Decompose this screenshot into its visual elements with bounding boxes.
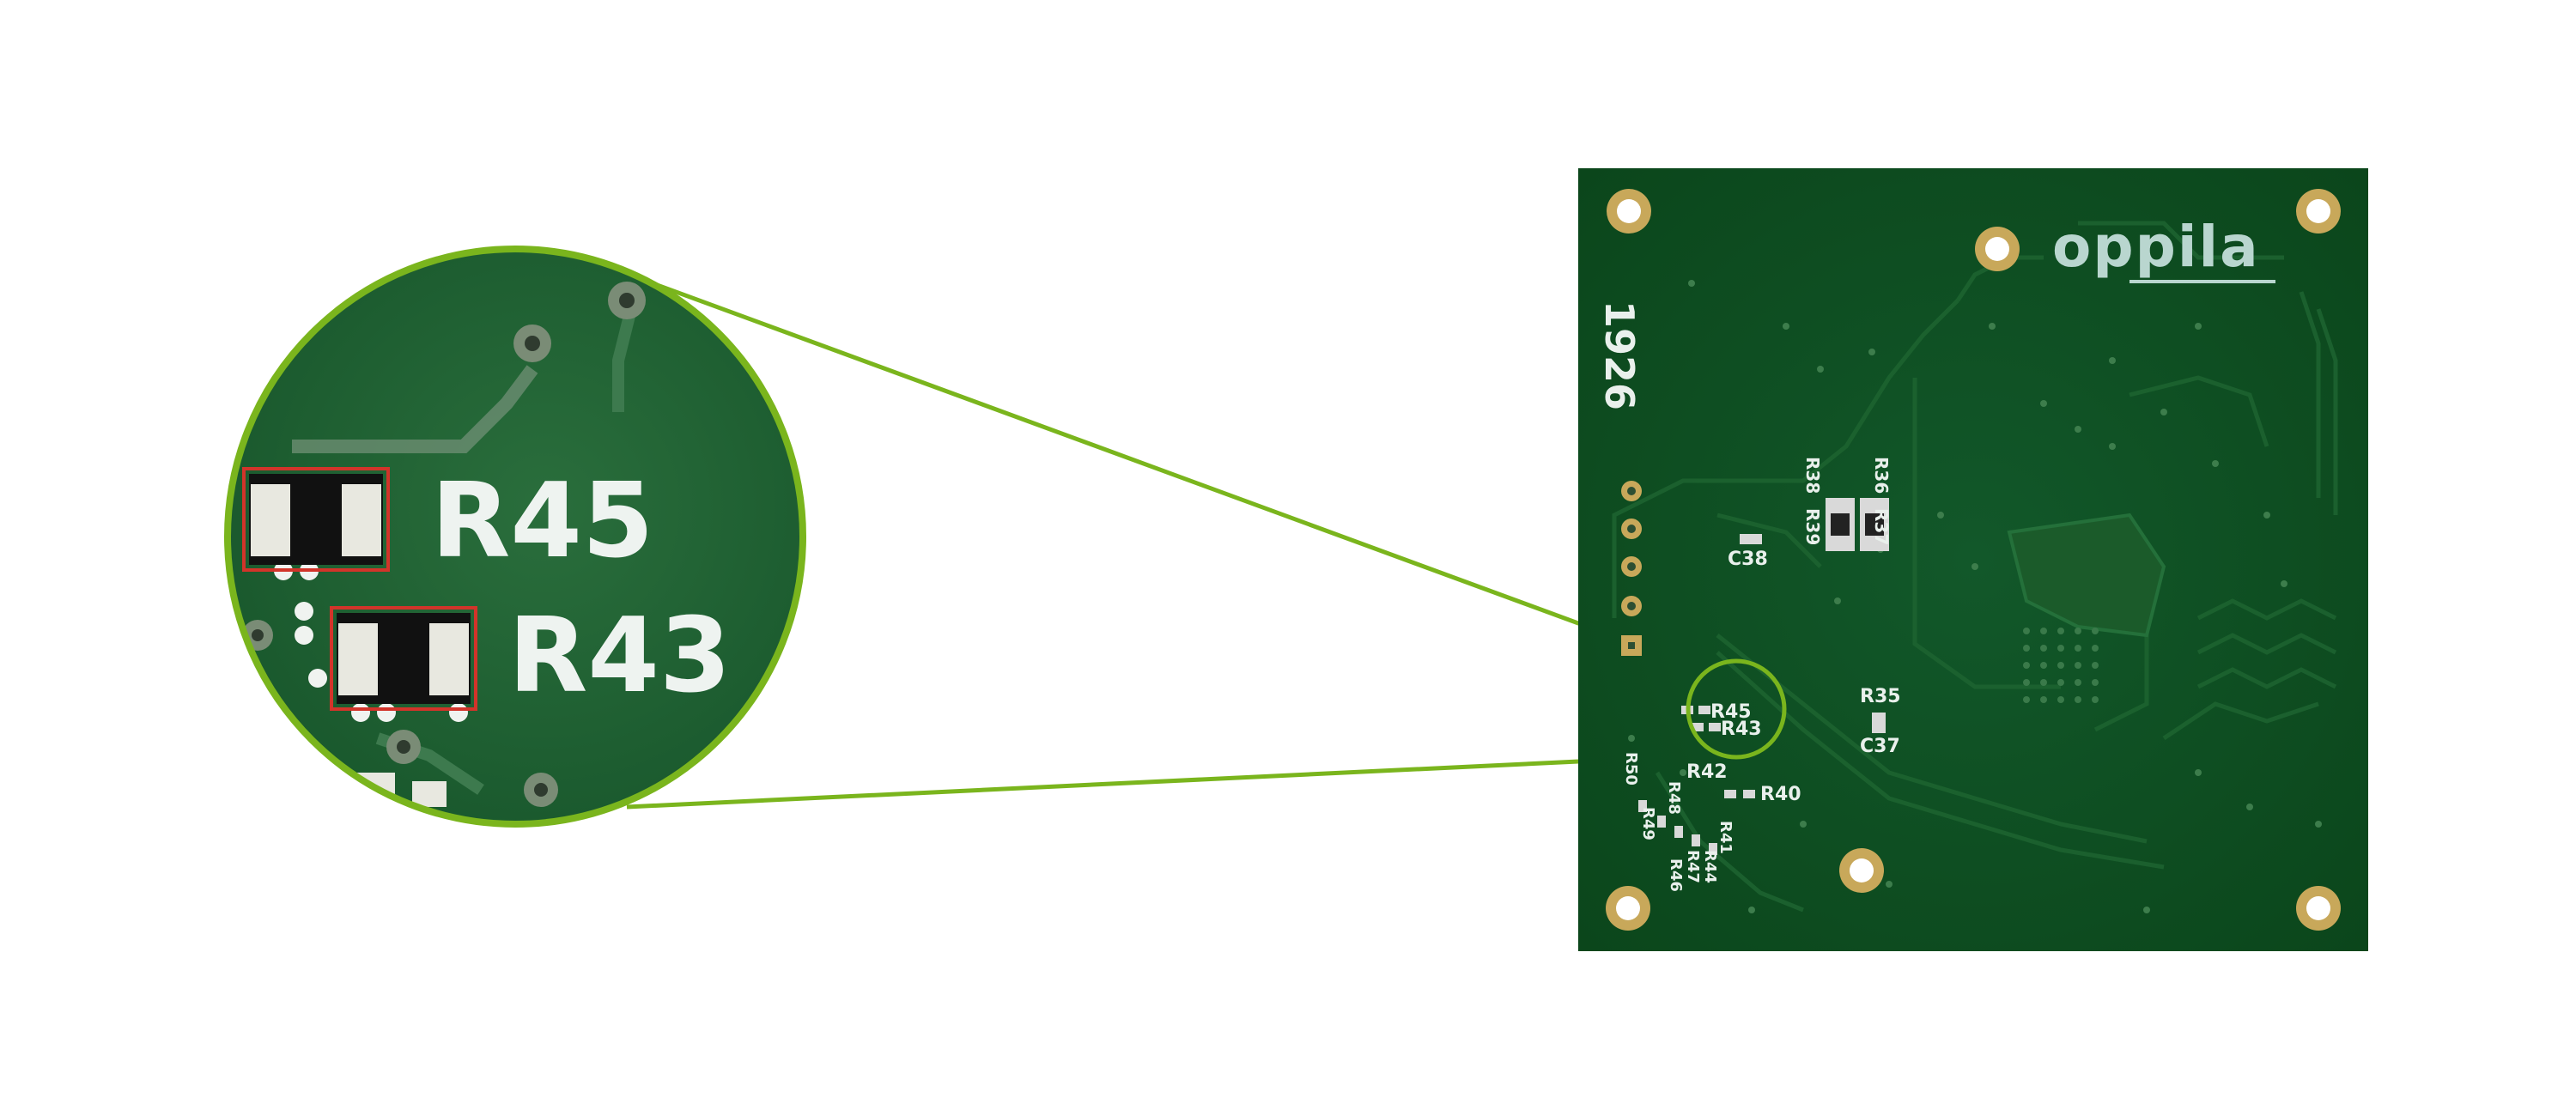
via-grid — [2023, 628, 2099, 703]
zoom-label-r43: R43 — [508, 597, 731, 716]
zoom-circle-border — [224, 246, 806, 828]
board-callout-circle — [1686, 658, 1787, 760]
scattered-vias — [1628, 280, 2322, 913]
copper-pour — [2007, 513, 2166, 638]
label-r46: R46 — [1667, 858, 1685, 892]
label-r50: R50 — [1622, 752, 1640, 785]
label-r37: R37 — [1871, 508, 1892, 545]
label-r44: R44 — [1701, 850, 1719, 883]
zoom-label-r45: R45 — [431, 462, 653, 581]
callout-line-top — [652, 281, 1705, 672]
resistor-array — [1826, 498, 1889, 551]
zoom-magnifier: R45 R43 — [224, 246, 806, 828]
label-r41: R41 — [1716, 821, 1735, 854]
label-c37: C37 — [1860, 736, 1900, 757]
label-c38: C38 — [1728, 549, 1768, 570]
oppila-logo: oppila — [2052, 214, 2260, 280]
label-r43: R43 — [1721, 719, 1762, 740]
pcb-board: oppila 1926 R38 R39 R36 R37 C38 R35 C37 … — [1578, 168, 2368, 951]
capacitor-c38 — [1740, 534, 1762, 544]
label-r47: R47 — [1684, 850, 1702, 883]
highlight-box-r43 — [330, 606, 477, 711]
pcb-traces — [1612, 221, 2338, 913]
smd-parts — [1638, 706, 1755, 855]
label-r39: R39 — [1802, 508, 1823, 545]
mounting-holes — [1606, 189, 2341, 931]
label-r36: R36 — [1871, 457, 1892, 494]
label-r40: R40 — [1760, 784, 1801, 805]
header-pins — [1621, 481, 1642, 656]
label-r49: R49 — [1639, 807, 1657, 840]
highlight-box-r45 — [242, 467, 390, 572]
label-r35: R35 — [1860, 686, 1901, 707]
resistor-r35 — [1872, 713, 1886, 733]
label-r45: R45 — [1710, 701, 1752, 723]
date-code: 1926 — [1596, 300, 1643, 410]
label-r48: R48 — [1665, 781, 1683, 815]
callout-line-bottom — [626, 753, 1705, 810]
label-r42: R42 — [1686, 761, 1728, 783]
label-r38: R38 — [1802, 457, 1823, 494]
